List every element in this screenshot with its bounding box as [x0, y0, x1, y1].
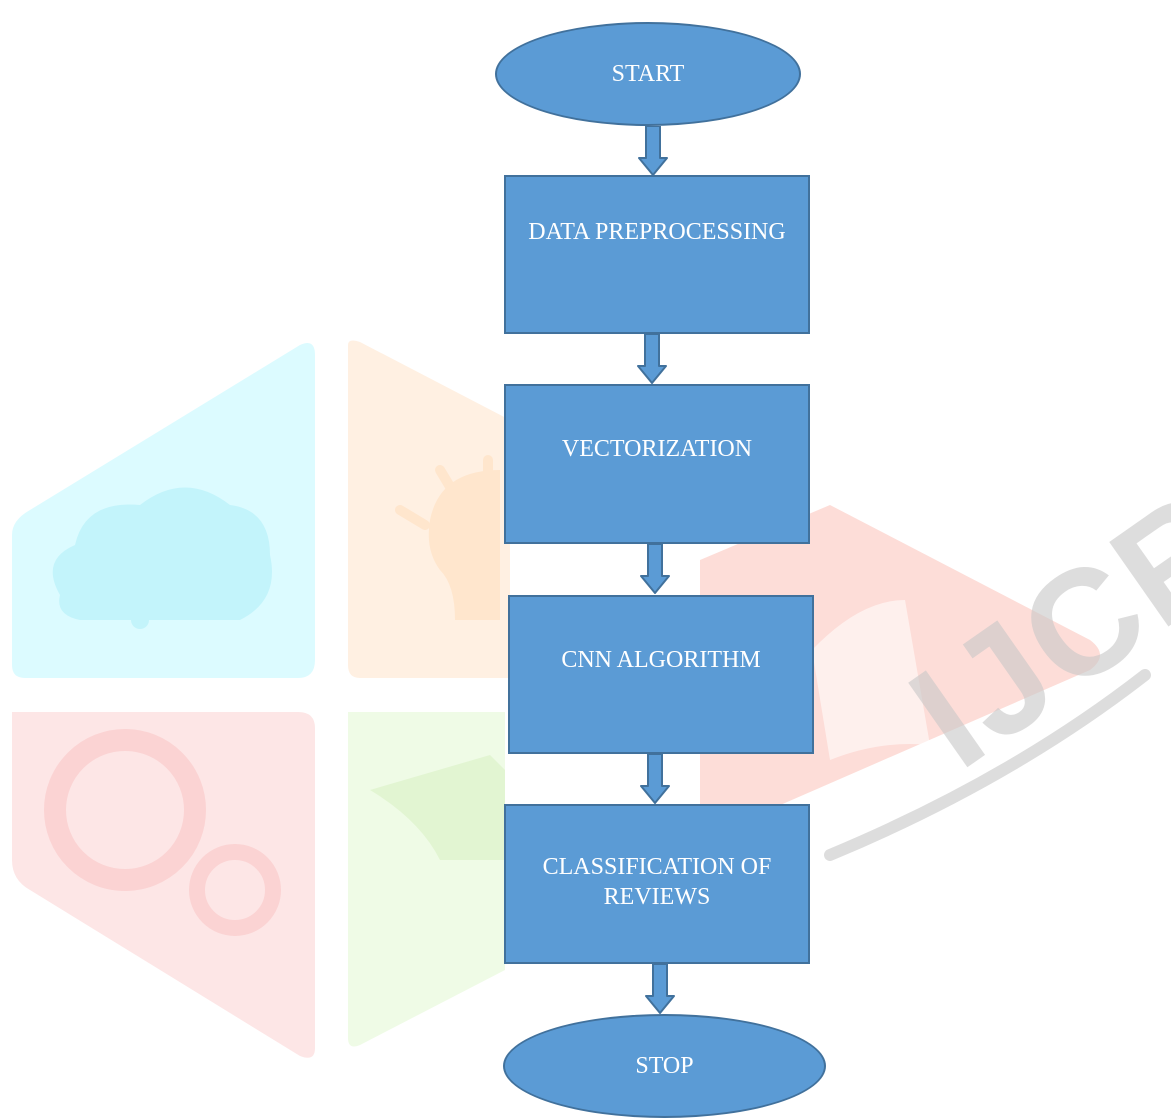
- start-node: START: [495, 22, 801, 126]
- arrow-classification-to-stop: [645, 964, 675, 1014]
- stop-node: STOP: [503, 1014, 826, 1118]
- arrow-preprocessing-to-vectorization: [637, 334, 667, 384]
- classification-node: CLASSIFICATION OF REVIEWS: [504, 804, 810, 964]
- gear-icon: [44, 729, 206, 891]
- classification-label: CLASSIFICATION OF REVIEWS: [542, 854, 772, 910]
- gear-icon: [189, 844, 281, 936]
- vectorization-label: VECTORIZATION: [561, 436, 753, 462]
- data-preprocessing-node: DATA PREPROCESSING: [504, 175, 810, 334]
- arrow-vectorization-to-cnn: [640, 544, 670, 594]
- gear-tile: [12, 712, 315, 1058]
- arrow-cnn-to-classification: [640, 754, 670, 804]
- circuit-node-icon: [131, 611, 149, 629]
- cloud-icon: [52, 487, 273, 620]
- book-icon: [812, 600, 930, 760]
- swoosh-line: [824, 669, 1151, 861]
- graduation-cap-icon: [370, 755, 505, 860]
- light-ray-icon: [435, 465, 460, 500]
- data-preprocessing-label: DATA PREPROCESSING: [528, 219, 786, 245]
- cnn-algorithm-label: CNN ALGORITHM: [561, 647, 761, 673]
- cnn-algorithm-node: CNN ALGORITHM: [508, 595, 814, 754]
- stop-label: STOP: [635, 1053, 694, 1079]
- lightbulb-icon: [428, 470, 500, 620]
- circuit-node-icon: [146, 576, 164, 594]
- arrow-start-to-preprocessing: [638, 126, 668, 176]
- circuit-node-icon: [141, 516, 159, 534]
- light-ray-icon: [395, 505, 430, 530]
- vectorization-node: VECTORIZATION: [504, 384, 810, 544]
- start-label: START: [611, 61, 685, 87]
